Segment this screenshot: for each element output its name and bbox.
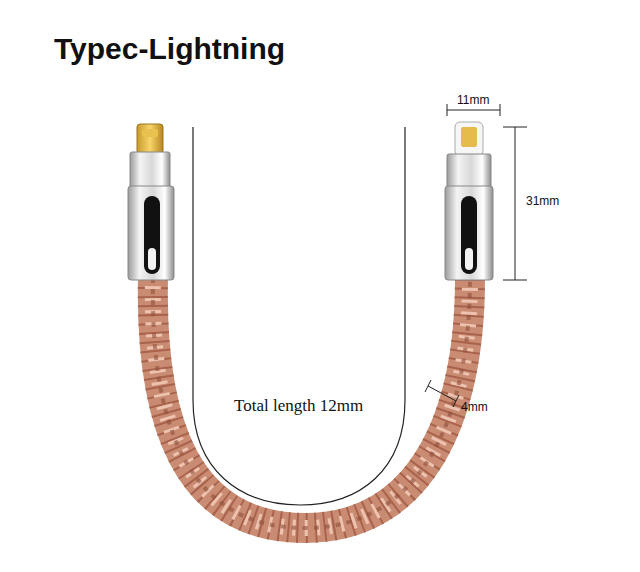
guide-line — [193, 127, 405, 505]
dimension-line — [503, 127, 527, 280]
length-label: Total length 12mm — [232, 396, 365, 416]
braided-cable — [153, 278, 470, 528]
dimension-label: 4mm — [461, 400, 488, 414]
usb-c-connector — [128, 124, 174, 280]
dimension-label: 31mm — [526, 194, 559, 208]
title: Typec-Lightning — [54, 32, 285, 66]
dimension-line — [425, 380, 459, 407]
lightning-connector — [445, 122, 493, 280]
dimension-label: 11mm — [457, 93, 489, 107]
